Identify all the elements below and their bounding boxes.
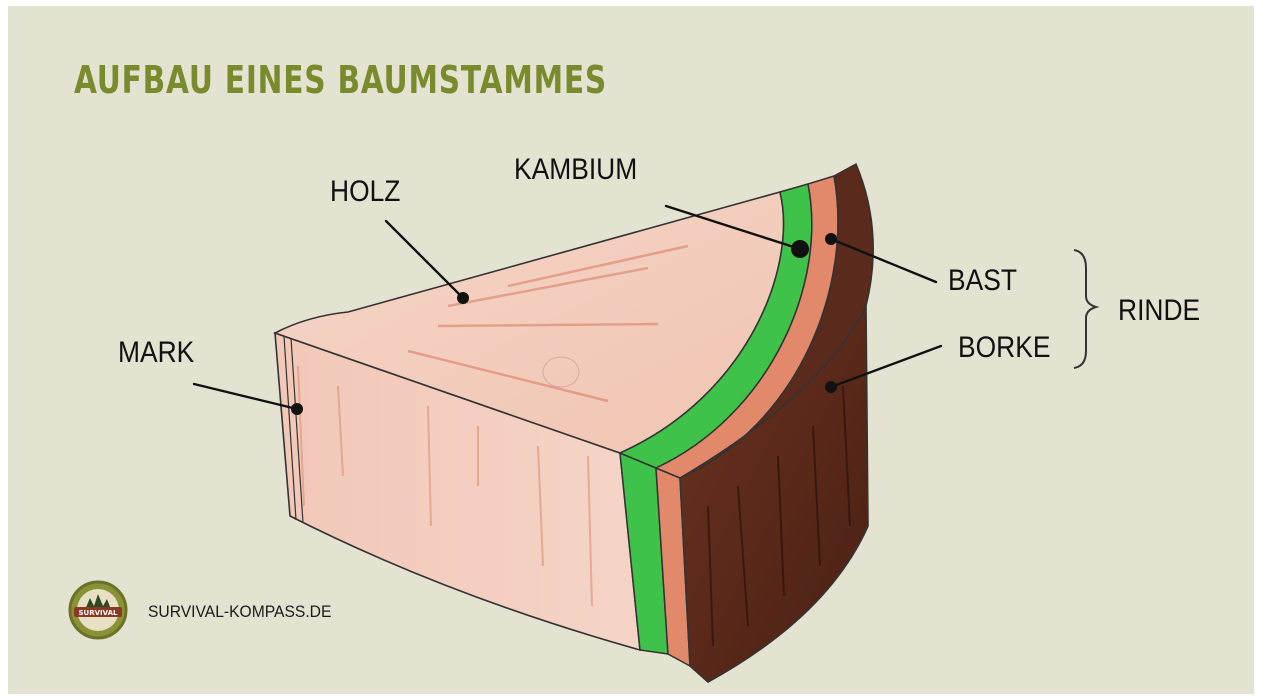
bast-callout-dot (825, 233, 837, 245)
rinde-brace (1074, 250, 1096, 368)
tree-trunk-illustration: SURVIVAL (8, 6, 1254, 694)
site-url-text: SURVIVAL-KOMPASS.DE (148, 602, 331, 622)
holz-callout-line (386, 221, 463, 298)
svg-text:SURVIVAL: SURVIVAL (79, 609, 118, 617)
survival-kompass-logo: SURVIVAL (70, 582, 126, 638)
borke-callout-dot (825, 381, 837, 393)
bast-label: BAST (948, 264, 1017, 298)
mark-callout-dot (291, 403, 303, 415)
rinde-label: RINDE (1118, 294, 1200, 328)
kambium-callout-dot (791, 240, 809, 258)
kambium-label: KAMBIUM (514, 153, 637, 187)
mark-label: MARK (118, 336, 194, 370)
borke-label: BORKE (958, 331, 1050, 365)
holz-callout-dot (457, 292, 469, 304)
diagram-canvas: AUFBAU EINES BAUMSTAMMES (8, 6, 1254, 694)
holz-label: HOLZ (330, 175, 400, 209)
